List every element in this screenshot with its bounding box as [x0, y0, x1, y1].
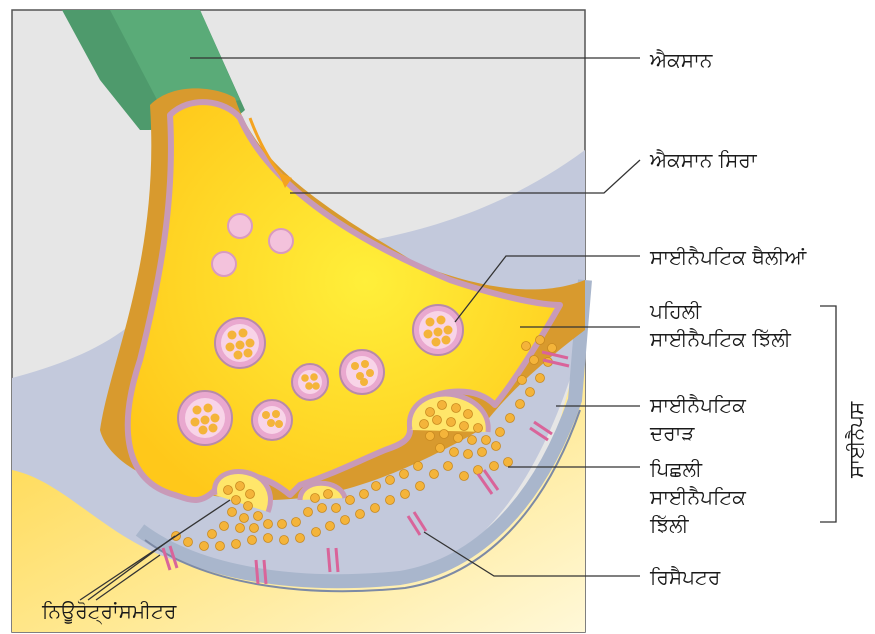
- empty-vesicle: [269, 229, 293, 253]
- label-synaptic-cleft-line2: ਦਰਾੜ: [649, 421, 695, 445]
- label-presynaptic-membrane-line2: ਸਾਈਨੈਪਟਿਕ ਝਿੱਲੀ: [649, 327, 792, 351]
- synaptic-vesicle: [252, 400, 292, 440]
- label-presynaptic-membrane-line1: ਪਹਿਲੀ: [649, 299, 702, 323]
- synapse-bracket: [820, 306, 836, 522]
- synaptic-vesicle: [292, 364, 328, 400]
- label-synaptic-cleft-line1: ਸਾਈਨੈਪਟਿਕ: [649, 393, 746, 417]
- empty-vesicle: [212, 252, 236, 276]
- docked-vesicle-pocket: [300, 483, 345, 500]
- label-axon-terminal: ਐਕਸਾਨ ਸਿਰਾ: [649, 148, 758, 172]
- synaptic-vesicle: [413, 305, 463, 355]
- label-postsynaptic-membrane-line1: ਪਿਛਲੀ: [649, 457, 703, 481]
- synaptic-vesicle: [215, 318, 265, 368]
- empty-vesicle: [228, 214, 252, 238]
- synaptic-vesicle: [340, 350, 384, 394]
- label-postsynaptic-membrane-line3: ਝਿੱਲੀ: [649, 513, 690, 537]
- label-axon: ਐਕਸਾਨ: [649, 48, 713, 72]
- label-synaptic-vesicles: ਸਾਈਨੈਪਟਿਕ ਥੈਲੀਆਂ: [649, 245, 807, 269]
- label-postsynaptic-membrane-line2: ਸਾਈਨੈਪਟਿਕ: [649, 485, 746, 509]
- label-neurotransmitter: ਨਿਊਰੋਟ੍ਰਾਂਸਮੀਟਰ: [41, 599, 177, 625]
- label-synapse: ਸਾਈਨੈਪਸ: [844, 401, 868, 479]
- synaptic-vesicle: [178, 391, 232, 445]
- label-receptor: ਰਿਸੈਪਟਰ: [649, 565, 721, 589]
